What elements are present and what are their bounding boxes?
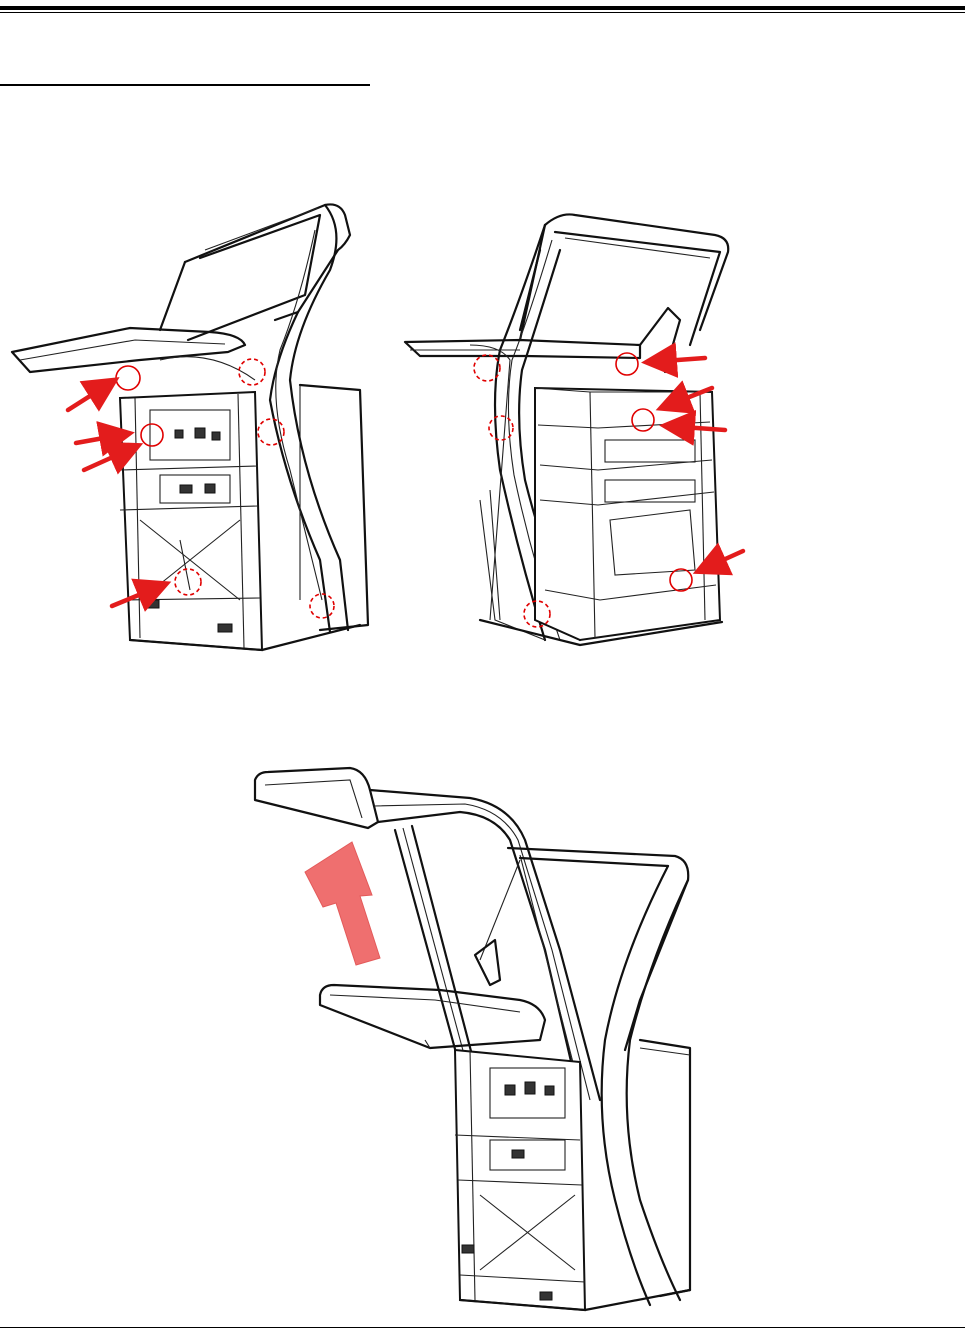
lift-up-arrow: [305, 842, 380, 965]
figure-monitor-frame-lift: [255, 768, 690, 1310]
hidden-fastener-circle-marker: [310, 594, 334, 618]
pointer-arrow: [68, 382, 112, 410]
footer-rule: [0, 1327, 965, 1328]
figure-cabinet-front-left: [12, 204, 368, 650]
pointer-arrow: [76, 434, 126, 443]
fastener-circle-marker: [116, 366, 140, 390]
figure-cabinet-rear-right: [405, 214, 743, 645]
pointer-arrow: [650, 358, 705, 362]
fastener-circle-marker: [616, 353, 638, 375]
